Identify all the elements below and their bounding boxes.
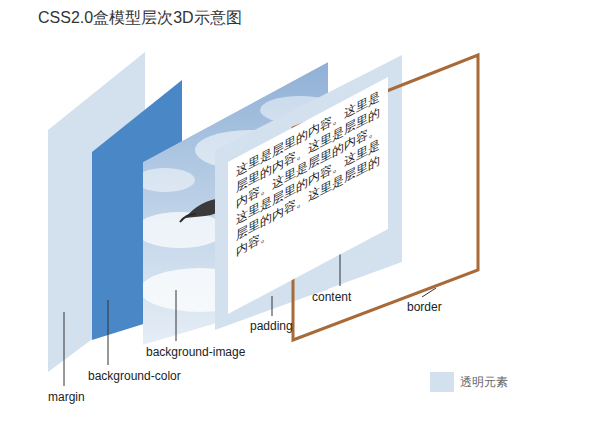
layer-label: background-color	[88, 369, 181, 383]
padding-layer	[215, 55, 402, 330]
diagram-title: CSS2.0盒模型层次3D示意图	[38, 8, 242, 28]
layer-label: content	[312, 290, 351, 304]
layer-label: border	[407, 300, 442, 314]
layer-label: margin	[48, 390, 85, 404]
legend-label: 透明元素	[460, 375, 508, 389]
content-text: 这里是层里的内容。这里是层里的内容。这里是层里的内容。这里是层里的内容。这里是层…	[236, 87, 380, 260]
legend-swatch	[430, 372, 454, 392]
content-layer: 这里是层里的内容。这里是层里的内容。这里是层里的内容。这里是层里的内容。这里是层…	[228, 77, 388, 314]
layer-label: background-image	[146, 345, 245, 359]
layer-label: padding	[250, 319, 293, 333]
